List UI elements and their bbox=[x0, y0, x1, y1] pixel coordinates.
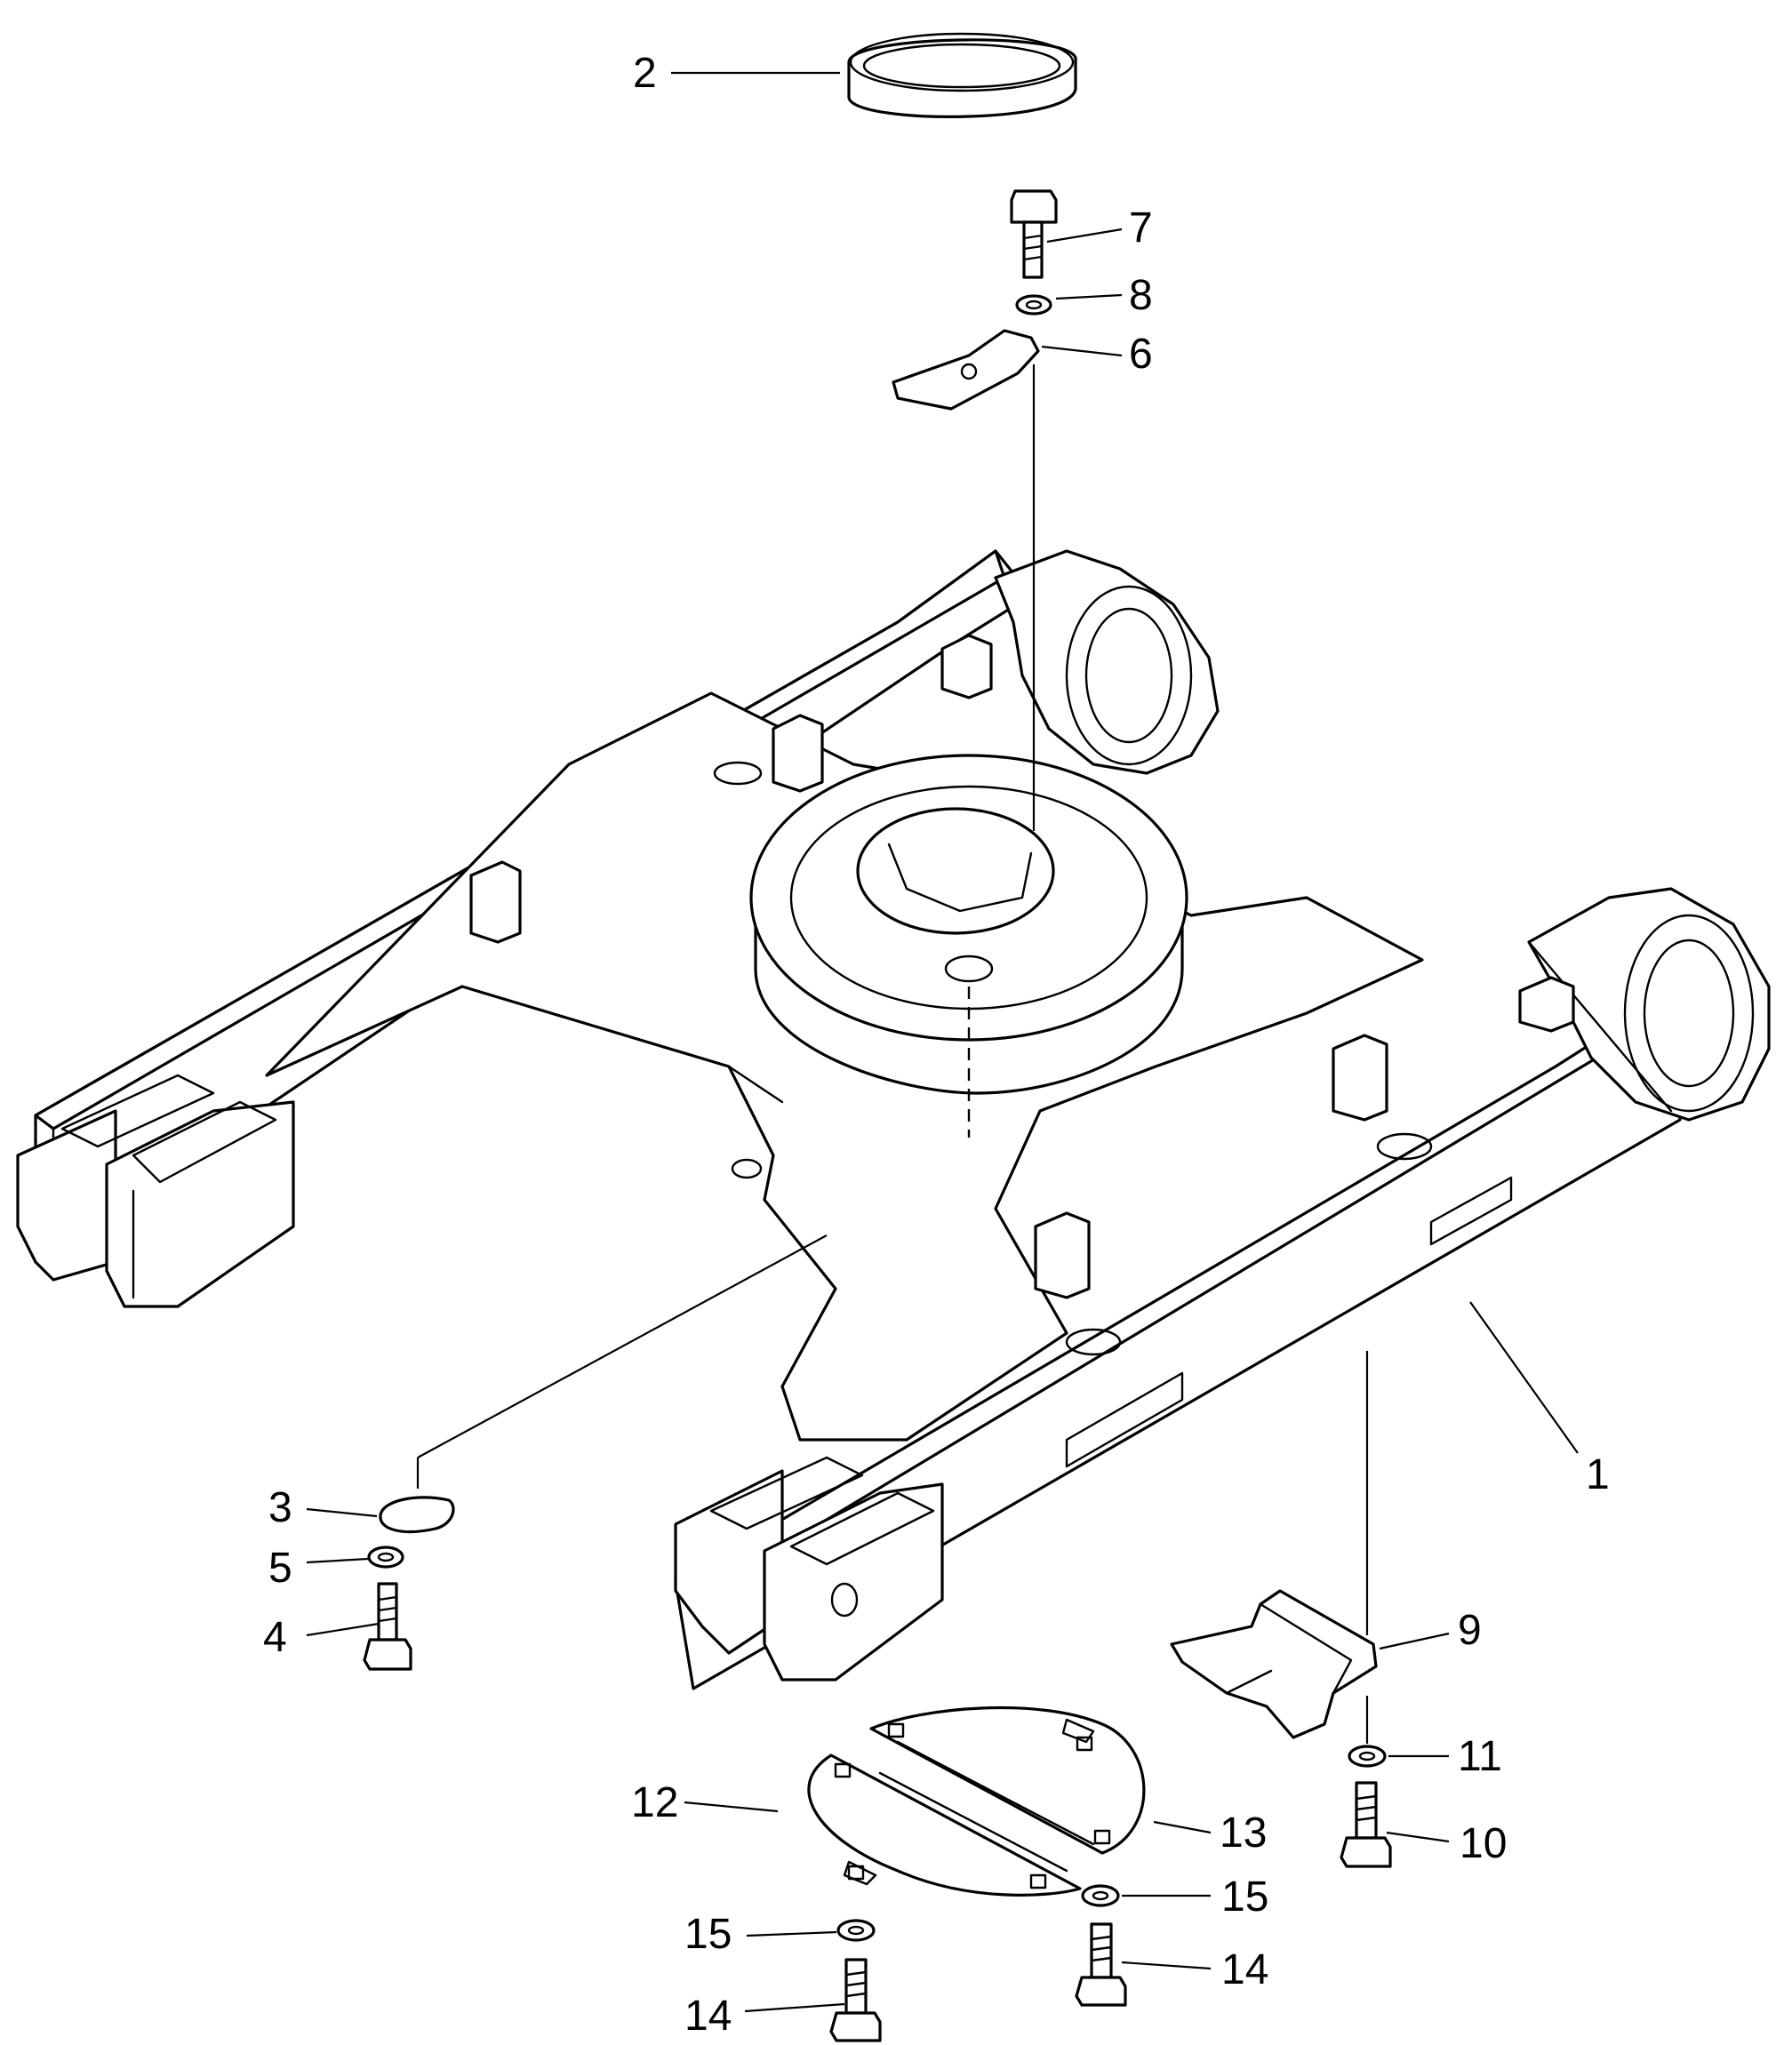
cover-plate-part-6 bbox=[892, 329, 1040, 411]
callout-1: 1 bbox=[1586, 1451, 1610, 1498]
callout-15-left: 15 bbox=[684, 1911, 732, 1958]
callout-5: 5 bbox=[268, 1545, 292, 1592]
bolt-part-14-right bbox=[1075, 1922, 1127, 2007]
bolt-part-14-left bbox=[829, 1958, 882, 2042]
callout-7: 7 bbox=[1129, 204, 1153, 252]
callout-leaders bbox=[306, 71, 1579, 2013]
callout-6: 6 bbox=[1129, 331, 1153, 378]
callout-13: 13 bbox=[1220, 1809, 1267, 1857]
callout-2: 2 bbox=[633, 50, 657, 97]
washer-part-15-left bbox=[836, 1919, 876, 1942]
bolt-part-7 bbox=[1010, 189, 1058, 279]
washer-part-11 bbox=[1348, 1745, 1387, 1768]
callout-4: 4 bbox=[263, 1614, 287, 1661]
callout-15-right: 15 bbox=[1221, 1873, 1268, 1921]
assembly-lines bbox=[416, 364, 1369, 1744]
bolt-part-10 bbox=[1340, 1781, 1392, 1868]
callout-11: 11 bbox=[1458, 1733, 1502, 1780]
cover-plate-part-13 bbox=[869, 1705, 1146, 1855]
guard-part-9 bbox=[1170, 1589, 1378, 1739]
callout-10: 10 bbox=[1460, 1820, 1507, 1867]
cover-plate-part-12 bbox=[807, 1753, 1082, 1897]
callout-12: 12 bbox=[631, 1779, 678, 1826]
seal-ring-part-2 bbox=[847, 32, 1077, 118]
washer-part-8 bbox=[1015, 294, 1052, 316]
callout-14-left: 14 bbox=[684, 1993, 732, 2040]
callout-3: 3 bbox=[268, 1484, 292, 1531]
washer-part-5 bbox=[367, 1546, 404, 1569]
callout-14-right: 14 bbox=[1221, 1946, 1268, 1993]
track-frame-part-1 bbox=[16, 549, 1771, 1690]
callout-9: 9 bbox=[1458, 1607, 1482, 1654]
bolt-part-4 bbox=[363, 1582, 412, 1671]
cover-part-3 bbox=[379, 1496, 455, 1534]
callout-labels: 2 7 8 6 1 3 5 4 9 11 10 12 13 15 14 15 1… bbox=[263, 50, 1610, 2040]
washer-part-15-right bbox=[1081, 1884, 1120, 1907]
callout-8: 8 bbox=[1129, 272, 1153, 319]
